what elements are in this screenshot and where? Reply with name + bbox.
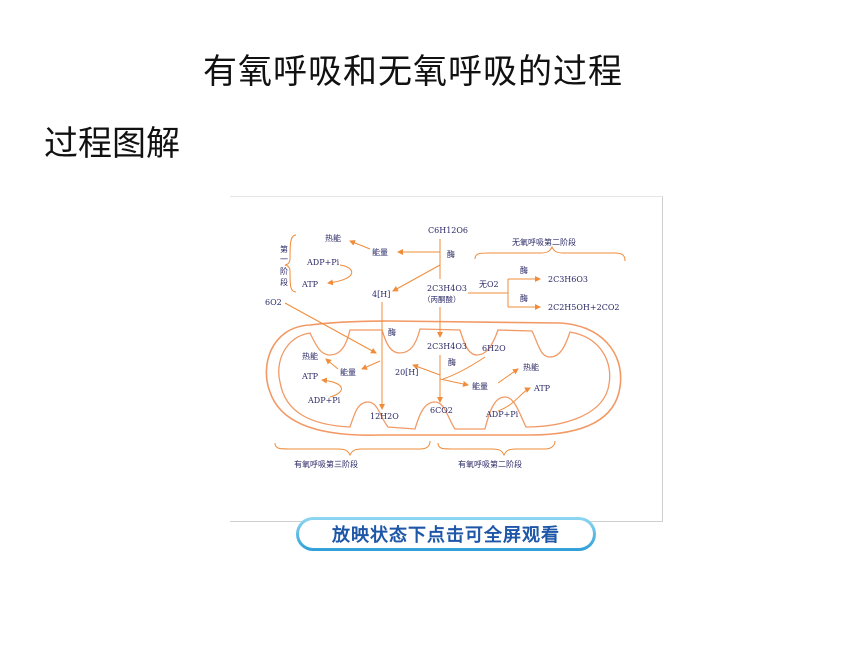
enzyme-label-4: 酶 [388,327,396,337]
carbon-dioxide-label: 6CO2 [430,406,453,415]
energy-label-2: 能量 [340,367,356,377]
lactic-acid-label: 2C3H6O3 [548,275,588,284]
fullscreen-play-button[interactable]: 放映状态下点击可全屏观看 [296,517,596,551]
aerobic-stage3-label: 有氧呼吸第三阶段 [294,459,358,469]
heat-label-2: 热能 [302,351,318,361]
aerobic-stage2-label: 有氧呼吸第二阶段 [458,459,522,469]
section-subtitle: 过程图解 [44,124,180,164]
heat-label-1: 热能 [325,233,341,243]
adp-label-2: ADP+Pi [307,396,341,405]
stage-one-bracket [284,234,297,293]
energy-label-3: 能量 [472,381,488,391]
stage-one-label-1: 第 [280,244,288,254]
respiration-diagram[interactable]: 第 一 阶 段 C6H12O6 酶 热能 ADP+Pi ATP 能量 4[H] … [230,196,663,522]
anaerobic-stage2-label: 无氧呼吸第二阶段 [512,237,576,247]
pyruvate-matrix-label: 2C3H4O3 [427,342,467,351]
heat-label-3: 热能 [523,362,539,372]
adp-label-3: ADP+Pi [485,410,519,419]
enzyme-label-1: 酶 [447,249,455,259]
anaerobic-stage2-bracket [474,245,626,262]
aerobic-stage2-bracket [437,440,556,457]
oxygen-label: 6O2 [265,298,282,307]
fullscreen-play-label: 放映状态下点击可全屏观看 [299,520,593,548]
hydrogen-4-label: 4[H] [372,290,390,299]
glucose-label: C6H12O6 [428,226,468,235]
atp-label-3: ATP [533,384,551,393]
water-input-label: 6H2O [482,344,506,353]
ethanol-label: 2C2H5OH+2CO2 [548,303,619,312]
stage-one-label-4: 段 [280,277,288,287]
no-oxygen-label: 无O2 [479,280,499,289]
enzyme-label-3: 酶 [520,293,528,303]
enzyme-label-5: 酶 [448,357,456,367]
pyruvate-label: 2C3H4O3 [427,284,467,293]
stage-one-label-3: 阶 [280,266,288,276]
stage-one-label-2: 一 [280,255,288,264]
hydrogen-20-label: 20[H] [395,368,418,377]
energy-label-1: 能量 [372,247,388,257]
diagram-canvas: 第 一 阶 段 C6H12O6 酶 热能 ADP+Pi ATP 能量 4[H] … [265,226,626,469]
slide-title: 有氧呼吸和无氧呼吸的过程 [203,52,623,92]
adp-label-1: ADP+Pi [306,258,340,267]
aerobic-stage3-bracket [274,440,431,457]
water-output-label: 12H2O [370,412,399,421]
atp-label-1: ATP [301,280,319,289]
mitochondria-outer-membrane [265,320,622,436]
atp-label-2: ATP [301,372,319,381]
pyruvate-name-label: （丙酮酸） [423,294,461,304]
enzyme-label-2: 酶 [520,265,528,275]
mitochondria-inner-membrane [278,328,611,430]
